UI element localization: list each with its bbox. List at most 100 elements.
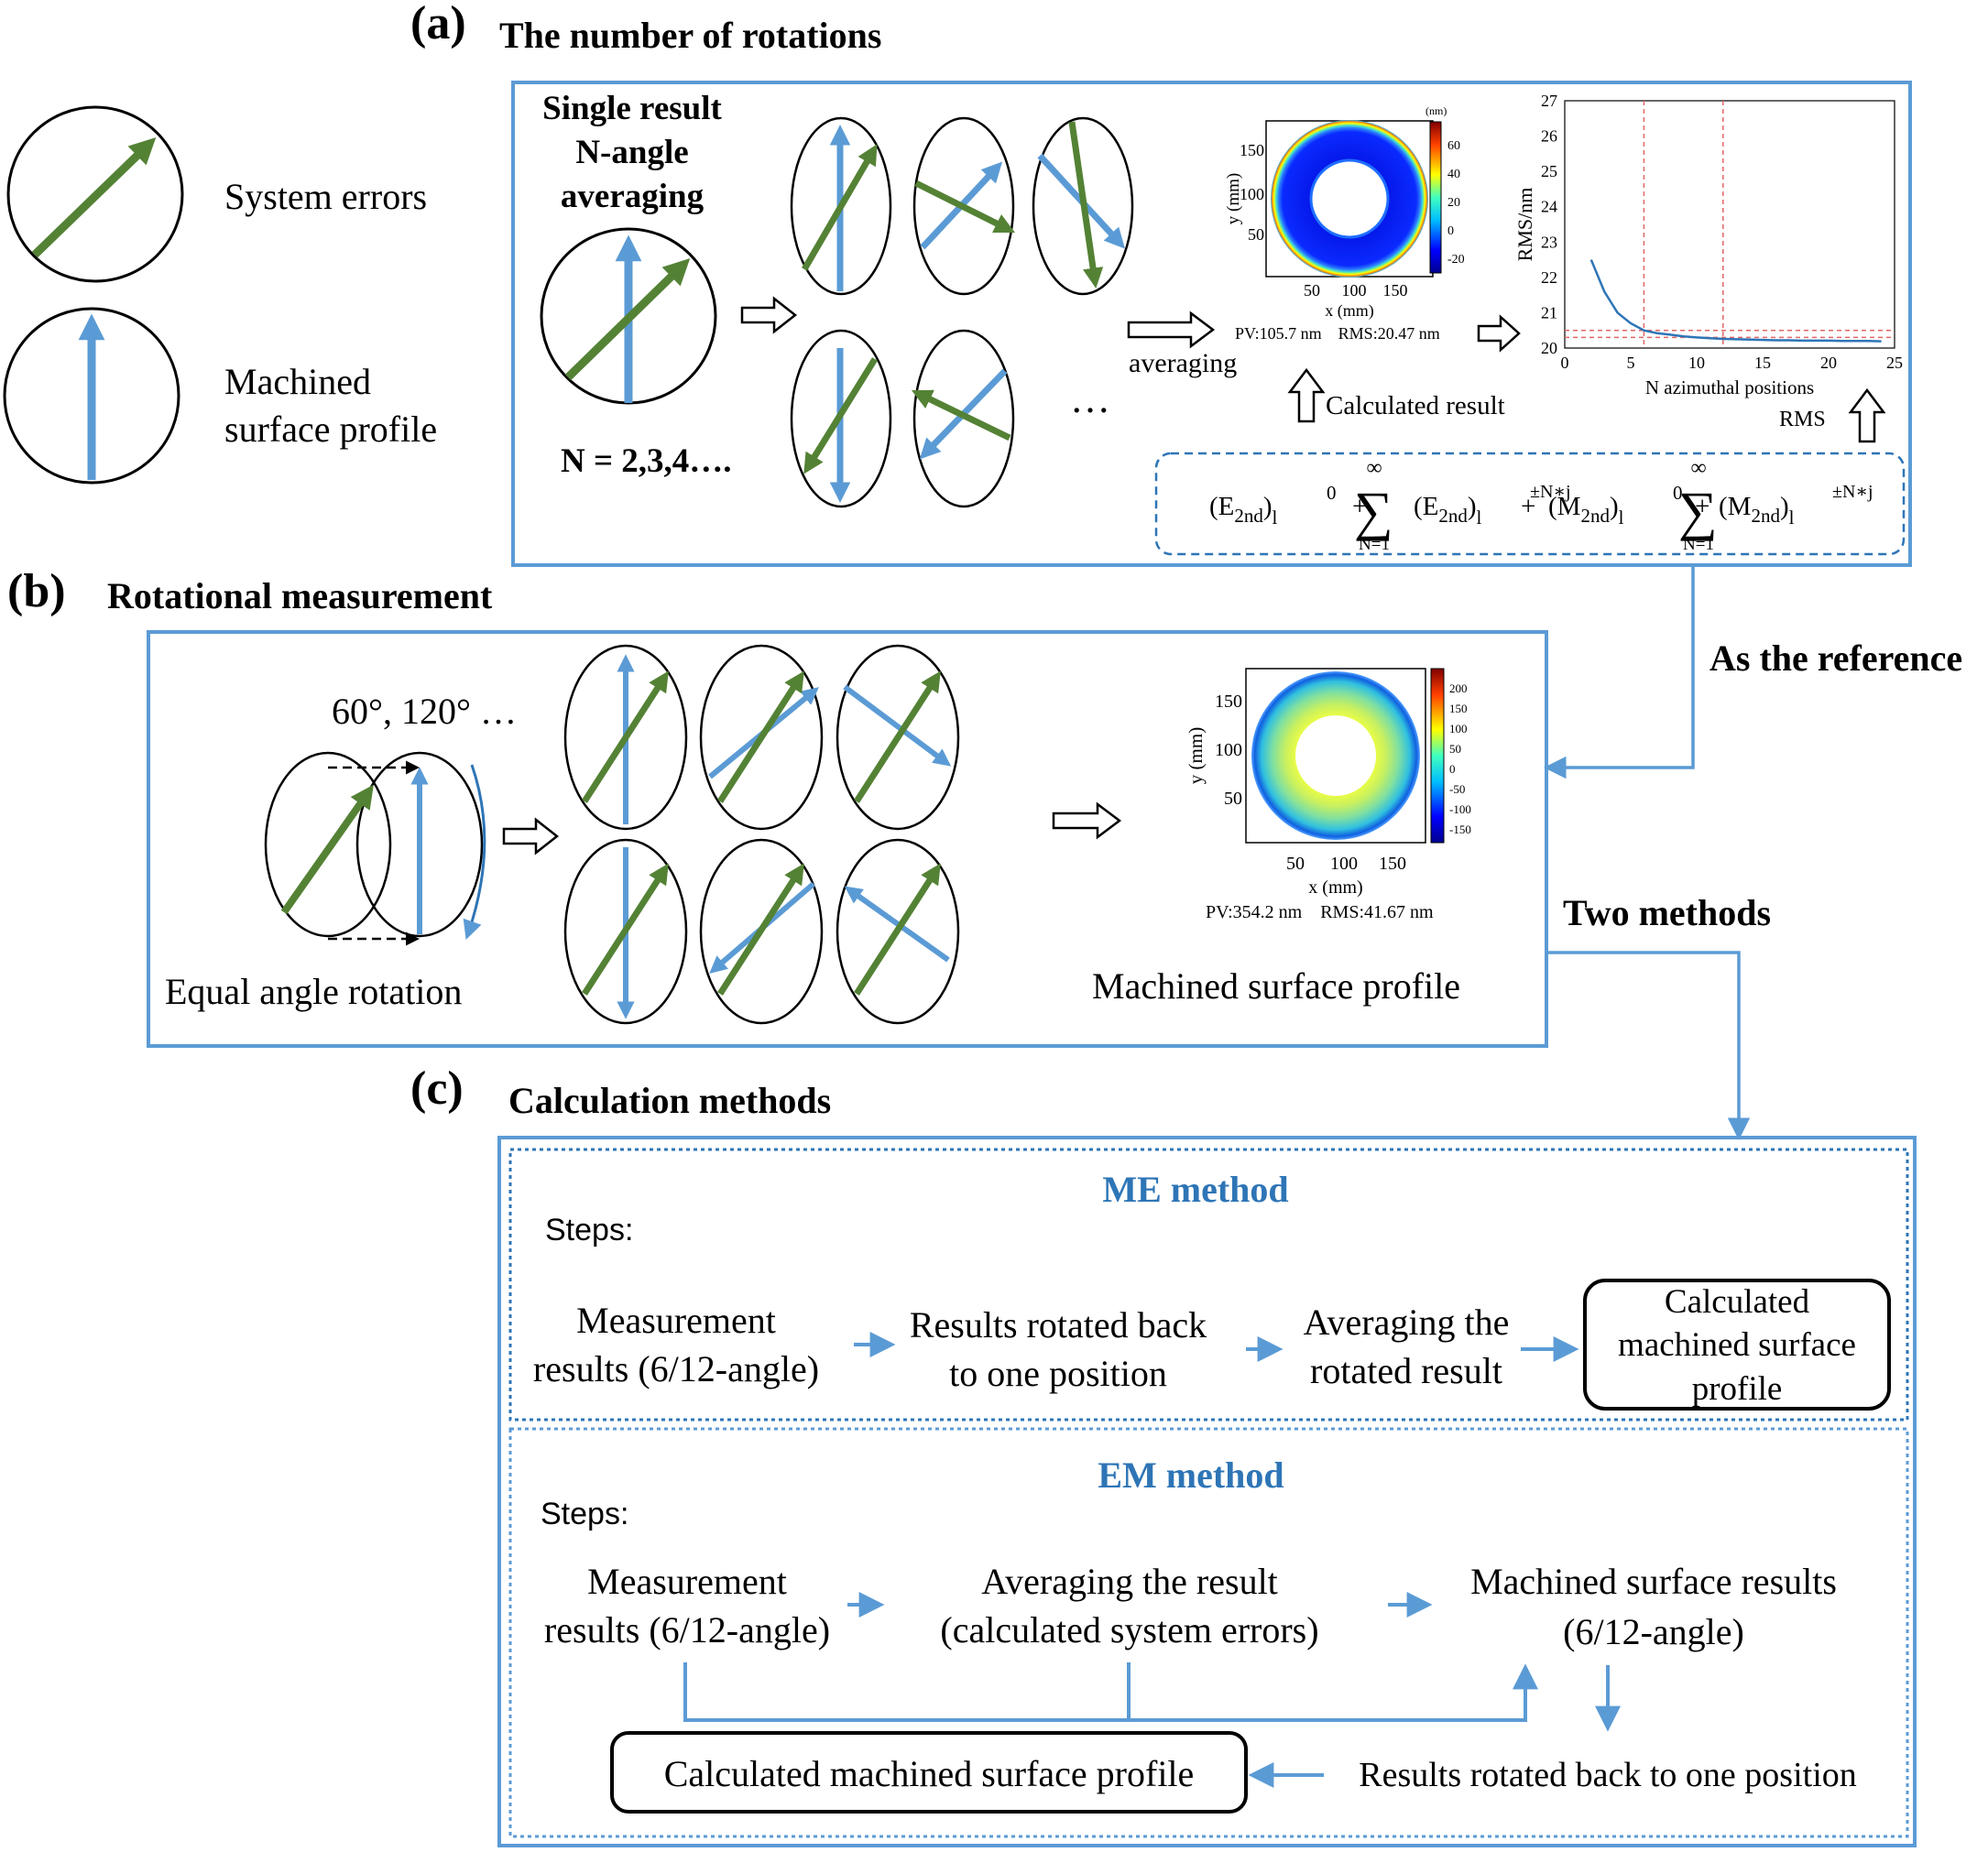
em-steps: Steps: [541, 1497, 628, 1531]
green-arrow [1068, 121, 1104, 289]
heatmap-b-ytick-3: 50 [1224, 789, 1242, 809]
green-arrow [717, 863, 804, 996]
rms-ytick: 26 [1541, 127, 1557, 146]
blue-arrow [1037, 153, 1126, 249]
heatmap-b-xlabel: x (mm) [1308, 877, 1362, 898]
heatmap-b: y (mm) 150 100 50 50 100 150 x (mm) PV:3… [1185, 668, 1471, 922]
panel-b-title: Rotational measurement [107, 575, 493, 616]
green-arrow [854, 863, 941, 996]
blue-arrow [919, 368, 1008, 460]
formula-sup: ±N∗j [1832, 482, 1873, 502]
heatmap-b-xtick-2: 100 [1330, 854, 1358, 874]
single-title-3: averaging [561, 178, 705, 215]
heatmap-a-xlabel: x (mm) [1325, 301, 1374, 321]
me-step1-b: results (6/12-angle) [533, 1348, 819, 1389]
em-rotated: Results rotated back to one position [1359, 1756, 1857, 1794]
heatmap-a-ytick-2: 100 [1240, 185, 1264, 203]
legend-machined-2: surface profile [224, 409, 437, 450]
panel-c-title: Calculation methods [508, 1080, 831, 1121]
single-title-2: N-angle [575, 134, 688, 171]
rms-series-line [1589, 259, 1882, 343]
heatmap-b-xtick-3: 150 [1379, 854, 1406, 874]
panel-c-frame [497, 1136, 1917, 1847]
formula-frame [1154, 452, 1906, 556]
formula-sum: ∑ [1678, 481, 1718, 541]
rotated-set-a [790, 116, 1134, 508]
me-result-b: machined surface [1618, 1326, 1856, 1364]
cbar-a-tick: 20 [1447, 196, 1460, 210]
heatmap-a-ytick-3: 50 [1248, 225, 1264, 244]
em-final: Calculated machined surface profile [664, 1753, 1195, 1794]
averaging-label: averaging [1129, 348, 1237, 378]
formula-lower: N=1 [1683, 535, 1714, 554]
ellipse [790, 116, 892, 296]
formula-term: (M2nd)l [1548, 492, 1624, 528]
cbar-a-tick: 40 [1447, 168, 1460, 181]
heatmap-a-xtick-3: 150 [1383, 281, 1408, 300]
calculated-result-label: Calculated result [1326, 391, 1505, 420]
rotated-set-b [563, 644, 960, 1025]
formula-term: (E2nd)l [1209, 492, 1278, 528]
rms-chart-frame [1564, 100, 1895, 349]
system-errors-icon [6, 105, 184, 283]
green-arrow [717, 670, 804, 803]
cbar-b-tick: 0 [1449, 762, 1456, 776]
hollow-arrow-icon [740, 296, 798, 334]
ellipse [699, 838, 824, 1025]
em-step3-b: (6/12-angle) [1563, 1611, 1744, 1652]
ellipse [790, 329, 892, 508]
green-arrow [280, 784, 374, 915]
cbar-b-tick: 200 [1449, 681, 1468, 695]
formula-plus: + [1695, 492, 1709, 521]
formula-inf: ∞ [1366, 456, 1382, 480]
heatmap-a-stats: PV:105.7 nm RMS:20.47 nm [1235, 324, 1440, 343]
rms-chart-reference-lines [1565, 101, 1895, 348]
two-methods-label: Two methods [1563, 892, 1771, 933]
heatmap-a-ytick-1: 150 [1240, 141, 1264, 159]
hollow-arrow-icon [1127, 310, 1216, 349]
panel-b: (b) Rotational measurement 60°, 120° … E… [7, 565, 1548, 1048]
rms-label: RMS [1779, 408, 1826, 431]
heatmap-a-ylabel: y (mm) [1224, 173, 1243, 224]
em-step2-a: Averaging the result [981, 1561, 1278, 1602]
me-step2-a: Results rotated back [910, 1304, 1207, 1345]
cbar-a-tick: 60 [1447, 139, 1460, 153]
em-step2-b: (calculated system errors) [940, 1609, 1318, 1650]
cbar-b-tick: -50 [1449, 782, 1465, 796]
panel-c: (c) Calculation methods ME method Steps:… [410, 1062, 1917, 1847]
me-result-box [1583, 1279, 1891, 1411]
legend: System errors Machined surface profile [3, 105, 437, 485]
heatmap-a-hole [1312, 161, 1387, 236]
rotation-arc [463, 764, 486, 940]
rms-ytick: 22 [1541, 268, 1557, 287]
formula-box: (E2nd)l 0 + ∑ ∞ N=1 (E2nd)l ±N∗j + (M2nd… [1154, 452, 1906, 556]
green-arrow [582, 863, 669, 996]
em-step1-a: Measurement [587, 1561, 787, 1602]
heatmap-b-ytick-2: 100 [1215, 740, 1242, 760]
green-arrow [582, 670, 669, 803]
formula-term: (M2nd)l [1719, 492, 1795, 528]
angles-label: 60°, 120° … [332, 691, 517, 732]
ellipse [912, 329, 1015, 508]
green-arrow-icon [31, 136, 157, 258]
blue-arrow [843, 684, 952, 767]
rms-ytick: 25 [1541, 162, 1557, 180]
rms-xtick: 20 [1820, 354, 1837, 372]
panel-c-label: (c) [410, 1062, 464, 1115]
me-step3-a: Averaging the [1304, 1302, 1510, 1343]
green-arrow [854, 670, 941, 803]
panel-a: (a) The number of rotations Single resul… [410, 0, 1912, 567]
formula-plus: + [1352, 492, 1367, 521]
heatmap-a-hole-edge [1309, 158, 1390, 239]
em-heading: EM method [1098, 1454, 1283, 1496]
me-heading: ME method [1102, 1169, 1288, 1210]
rms-ytick: 23 [1541, 233, 1557, 251]
ellipse [563, 838, 688, 1025]
cbar-b-tick: 100 [1449, 722, 1468, 735]
rms-ytick: 27 [1541, 92, 1557, 110]
em-box [508, 1427, 1909, 1838]
hollow-up-arrow-icon [1287, 367, 1326, 423]
reference-connector [1544, 565, 1695, 779]
colorbar-a [1429, 121, 1442, 274]
